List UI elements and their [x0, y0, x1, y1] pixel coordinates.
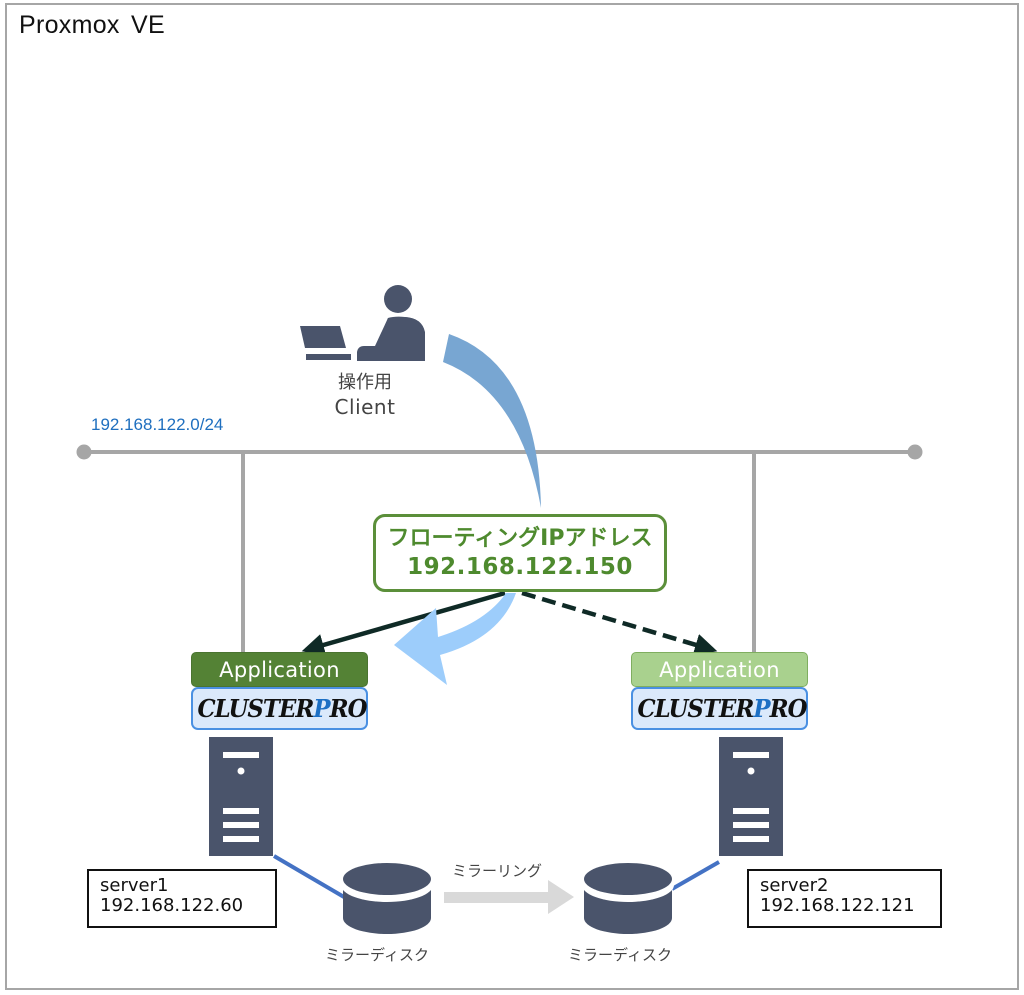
mirroring-label: ミラーリング [452, 862, 543, 880]
active-route-arrow [301, 590, 506, 656]
client-label: 操作用 Client [300, 371, 430, 419]
network-endpoint-right [907, 444, 923, 460]
server1-ip: 192.168.122.60 [100, 895, 244, 916]
floating-ip-label: フローティングIPアドレス [387, 526, 653, 551]
server1-clusterpro-logo: CLUSTERPRO [191, 687, 368, 730]
clusterpro-logo-text: CLUSTERPRO [197, 694, 367, 723]
failover-arrow [394, 593, 516, 685]
mirror-disk1-icon [341, 863, 433, 934]
mirror-disk2-icon [582, 863, 674, 934]
server1-hostname: server1 [100, 875, 169, 896]
server2-ip: 192.168.122.121 [760, 895, 915, 916]
mirror-disk1-label: ミラーディスク [325, 946, 429, 964]
server2-hostname: server2 [760, 875, 829, 896]
server2-clusterpro-logo: CLUSTERPRO [631, 687, 808, 730]
mirroring-arrow [444, 880, 574, 914]
laptop-screen-icon [300, 326, 346, 348]
mirror-disk2-label: ミラーディスク [568, 946, 672, 964]
floating-ip-address: 192.168.122.150 [407, 554, 633, 580]
standby-route-arrow [521, 590, 718, 656]
client-icon [300, 285, 425, 361]
diagram-frame [5, 3, 1019, 990]
network-endpoint-left [76, 444, 92, 460]
clusterpro-logo-text: CLUSTERPRO [637, 694, 807, 723]
client-label-name: Client [334, 395, 396, 419]
diagram-title: Proxmox VE [19, 11, 165, 39]
person-head-icon [384, 285, 412, 313]
network-bus [76, 444, 923, 652]
client-access-arrow [443, 334, 541, 508]
server1-info-box: server1 192.168.122.60 [87, 869, 277, 928]
server1-icon [209, 737, 273, 856]
floating-ip-box: フローティングIPアドレス 192.168.122.150 [373, 514, 667, 592]
server2-info-box: server2 192.168.122.121 [747, 869, 942, 928]
server1-disk-link [272, 854, 346, 899]
laptop-base-icon [306, 354, 351, 360]
server2-application-standby: Application [631, 652, 808, 687]
client-label-purpose: 操作用 [338, 372, 392, 393]
server2-icon [719, 737, 783, 856]
server2-disk-link [671, 860, 720, 891]
network-label: 192.168.122.0/24 [91, 415, 224, 434]
server1-application-active: Application [191, 652, 368, 687]
